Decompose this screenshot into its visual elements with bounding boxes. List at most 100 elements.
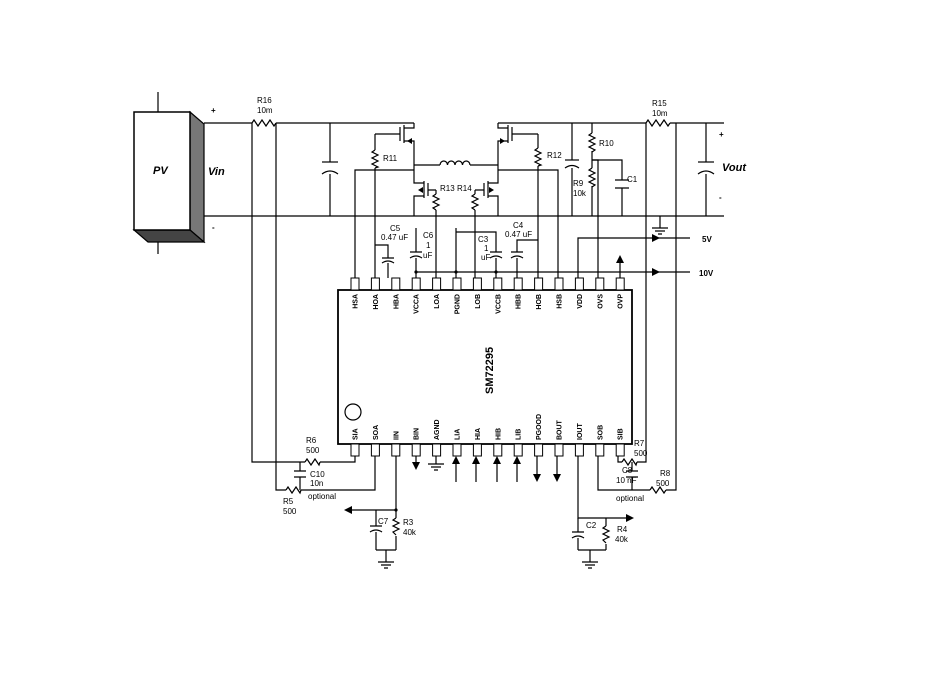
vout-label: Vout: [722, 162, 747, 174]
bottom-pin-label: SOB: [597, 425, 604, 440]
top-pin-label: LOB: [475, 294, 482, 309]
r16-label: R16: [257, 96, 272, 105]
vout-minus: -: [719, 193, 722, 202]
bottom-pin-bout: BOUT: [554, 419, 564, 457]
r10-label: R10: [599, 139, 614, 148]
top-pin-label: HSA: [353, 294, 360, 309]
c3-unit: uF: [481, 253, 490, 262]
r11-resistor: R11: [370, 134, 398, 278]
c10-value: 10n: [310, 479, 323, 488]
top-pin-ovp: OVP: [615, 277, 625, 309]
chip-name: SM72295: [484, 347, 496, 394]
bottom-pin-label: LIA: [455, 429, 462, 440]
r4-value: 40k: [615, 535, 629, 544]
bottom-pin-hib: HIB: [493, 428, 503, 457]
r6-label: R6: [306, 436, 317, 445]
output-capacitor: Vout + -: [697, 123, 747, 216]
bottom-pin-label: SIB: [618, 428, 625, 440]
c8-value: 10 nF: [616, 476, 637, 485]
output-sense-lines: R7 500 R8 500 C8 10 nF optional: [597, 123, 677, 503]
bottom-pin-label: PGOOD: [536, 414, 543, 440]
sw-node-b: [498, 169, 559, 278]
supply-5v-label: 5V: [702, 235, 712, 244]
top-pin-label: HSB: [557, 294, 564, 309]
c5-label: C5: [390, 224, 401, 233]
bottom-pin-label: BOUT: [557, 419, 564, 440]
bottom-pin-lia: LIA: [452, 429, 462, 457]
r3-value: 40k: [403, 528, 417, 537]
top-pin-vcca: VCCA: [411, 277, 421, 314]
pv-label: PV: [153, 165, 169, 177]
top-pin-hbb: HBB: [513, 277, 523, 309]
top-pin-label: VCCB: [495, 294, 502, 314]
high-side-mosfet-b: [497, 123, 538, 165]
r13-resistor: R13: [431, 184, 455, 278]
optional-label-1: optional: [308, 492, 336, 501]
c4-value: 0.47 uF: [505, 230, 532, 239]
bottom-pin-iout: IOUT: [574, 423, 584, 457]
iout-network: C2 R4 40k: [571, 456, 634, 569]
r13-label: R13: [440, 184, 455, 193]
top-pin-label: LOA: [434, 294, 441, 309]
optional-label-2: optional: [616, 494, 644, 503]
top-pin-label: VDD: [577, 294, 584, 309]
r12-resistor: R12: [533, 134, 562, 278]
c4-label: C4: [513, 221, 524, 230]
top-pin-vdd: VDD: [574, 277, 584, 309]
supply-10v-label: 10V: [699, 269, 714, 278]
low-side-mosfet-a: [413, 165, 436, 216]
c6-unit: uF: [423, 251, 432, 260]
r15-resistor: R15 10m: [645, 99, 671, 128]
r16-resistor: R16 10m: [251, 96, 277, 128]
c1-label: C1: [627, 175, 638, 184]
output-cap-small: [564, 123, 580, 216]
top-pin-label: PGND: [455, 294, 462, 314]
top-pin-lob: LOB: [472, 277, 482, 309]
top-pin-label: OVP: [618, 294, 625, 309]
top-pin-loa: LOA: [432, 277, 442, 309]
r3-label: R3: [403, 518, 414, 527]
vout-plus: +: [719, 130, 724, 139]
vin-minus: -: [212, 223, 215, 232]
bottom-pin-pgood: PGOOD: [534, 414, 544, 457]
c3-value: 1: [484, 244, 489, 253]
supply-5v: 5V: [577, 234, 712, 278]
bottom-pin-label: IIN: [393, 431, 400, 440]
bottom-pin-arrows: [412, 456, 561, 482]
bottom-pin-label: LIB: [516, 429, 523, 440]
top-pin-label: OVS: [597, 294, 604, 309]
c6-value: 1: [426, 241, 431, 250]
top-pin-hba: HBA: [391, 277, 401, 309]
r9-label: R9: [573, 179, 584, 188]
bottom-pin-label: AGND: [434, 419, 441, 440]
r14-resistor: R14: [457, 184, 480, 278]
r8-value: 500: [656, 479, 670, 488]
r10-r9-divider: R10 R9 10k C1: [573, 123, 638, 278]
low-side-mosfet-b: [475, 165, 499, 216]
bottom-pin-label: HIA: [475, 428, 482, 440]
top-pin-label: HBB: [516, 294, 523, 309]
r6-value: 500: [306, 446, 320, 455]
top-pin-pgnd: PGND: [452, 277, 462, 314]
bottom-pin-label: BIN: [414, 428, 421, 440]
bottom-pin-soa: SOA: [370, 425, 380, 457]
r14-label: R14: [457, 184, 472, 193]
top-pin-hob: HOB: [534, 277, 544, 310]
c7-label: C7: [378, 517, 389, 526]
r5-label: R5: [283, 497, 294, 506]
r16-value: 10m: [257, 106, 273, 115]
bottom-pin-label: SIA: [353, 428, 360, 440]
bottom-pin-lib: LIB: [513, 429, 523, 457]
r11-label: R11: [383, 154, 398, 163]
c6-capacitor: C6 1 uF: [409, 228, 434, 278]
top-pin-label: HOB: [536, 294, 543, 310]
bottom-pin-hia: HIA: [472, 428, 482, 457]
top-pin-hsb: HSB: [554, 277, 564, 309]
high-side-mosfet-a: [375, 123, 415, 165]
r5-value: 500: [283, 507, 297, 516]
bottom-pin-iin: IIN: [391, 431, 401, 457]
pv-panel: PV Vin + -: [132, 92, 225, 254]
input-sense-lines: R6 500 R5 500 C10 10n optional: [251, 123, 376, 516]
